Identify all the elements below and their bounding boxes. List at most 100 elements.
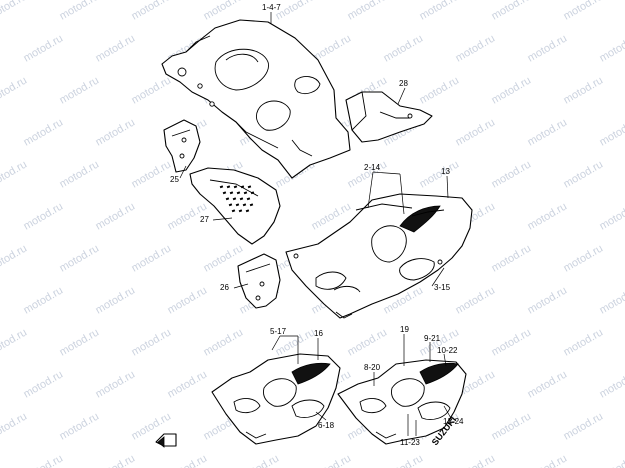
vent-dot xyxy=(228,203,233,207)
upper-cowling-part xyxy=(161,19,351,179)
callout-2-14: 2-14 xyxy=(364,163,381,172)
watermark-text: motod.ru xyxy=(202,0,246,23)
watermark-text: motod.ru xyxy=(202,326,246,358)
callout-9-21: 9-21 xyxy=(424,334,441,343)
watermark-text: motod.ru xyxy=(418,74,462,106)
watermark-text: motod.ru xyxy=(58,0,102,23)
watermark-text: motod.ru xyxy=(94,452,138,468)
lower-left-fairing-part-16 xyxy=(211,353,341,445)
watermark-text: motod.ru xyxy=(130,0,174,23)
vent-dot xyxy=(242,203,247,207)
callout-5-17: 5-17 xyxy=(270,327,287,336)
vent-dot xyxy=(243,191,248,195)
vent-dot xyxy=(239,197,244,201)
watermark-text: motod.ru xyxy=(166,284,210,316)
watermark-text: motod.ru xyxy=(526,200,570,232)
watermark-text: motod.ru xyxy=(22,200,66,232)
vent-dot xyxy=(247,185,252,189)
vent-dot xyxy=(232,197,237,201)
watermark-text: motod.ru xyxy=(598,452,625,468)
watermark-text: motod.ru xyxy=(58,242,102,274)
watermark-text: motod.ru xyxy=(490,74,534,106)
vent-dot xyxy=(245,209,250,213)
vent-dot xyxy=(219,185,224,189)
watermark-text: motod.ru xyxy=(58,158,102,190)
watermark-text: motod.ru xyxy=(130,74,174,106)
watermark-text: motod.ru xyxy=(418,158,462,190)
callout-1-4-7: 1-4-7 xyxy=(262,3,281,12)
watermark-text: motod.ru xyxy=(526,116,570,148)
vent-dot xyxy=(225,197,230,201)
watermark-text: motod.ru xyxy=(22,452,66,468)
bracket-panel-part-28 xyxy=(345,91,433,143)
watermark-text: motod.ru xyxy=(58,410,102,442)
watermark-text: motod.ru xyxy=(562,410,606,442)
vent-dot-pattern xyxy=(219,185,255,213)
watermark-text: motod.ru xyxy=(562,0,606,23)
watermark-text: motod.ru xyxy=(0,74,29,106)
watermark-text: motod.ru xyxy=(418,0,462,23)
callout-16: 16 xyxy=(314,329,323,338)
watermark-text: motod.ru xyxy=(382,32,426,64)
watermark-text: motod.ru xyxy=(382,452,426,468)
watermark-text: motod.ru xyxy=(0,326,29,358)
vent-dot xyxy=(238,209,243,213)
watermark-text: motod.ru xyxy=(562,242,606,274)
vent-dot xyxy=(250,191,255,195)
watermark-text: motod.ru xyxy=(526,32,570,64)
vent-dot xyxy=(246,197,251,201)
watermark-text: motod.ru xyxy=(490,0,534,23)
watermark-text: motod.ru xyxy=(58,74,102,106)
watermark-text: motod.ru xyxy=(454,452,498,468)
watermark-text: motod.ru xyxy=(0,158,29,190)
watermark-text: motod.ru xyxy=(490,326,534,358)
watermark-text: motod.ru xyxy=(526,368,570,400)
watermark-text: motod.ru xyxy=(598,116,625,148)
callout-19: 19 xyxy=(400,325,409,334)
watermark-text: motod.ru xyxy=(454,32,498,64)
watermark-text: motod.ru xyxy=(562,74,606,106)
watermark-text: motod.ru xyxy=(346,0,390,23)
callout-25: 25 xyxy=(170,175,179,184)
watermark-text: motod.ru xyxy=(130,326,174,358)
watermark-text: motod.ru xyxy=(562,326,606,358)
callout-8-20: 8-20 xyxy=(364,363,381,372)
callout-6-18: 6-18 xyxy=(318,421,335,430)
vent-dot xyxy=(236,191,241,195)
watermark-text: motod.ru xyxy=(454,116,498,148)
callout-13: 13 xyxy=(441,167,450,176)
watermark-text: motod.ru xyxy=(22,284,66,316)
watermark-text: motod.ru xyxy=(490,242,534,274)
watermark-text: motod.ru xyxy=(526,452,570,468)
watermark-text: motod.ru xyxy=(598,284,625,316)
front-direction-arrow-icon xyxy=(155,433,177,448)
vent-dot xyxy=(233,185,238,189)
watermark-text: motod.ru xyxy=(490,158,534,190)
watermark-text: motod.ru xyxy=(0,242,29,274)
watermark-text: motod.ru xyxy=(94,368,138,400)
callout-labels: 1-4-7 28 25 27 2-14 13 26 3-15 5-17 16 1… xyxy=(170,3,464,447)
watermark-text: motod.ru xyxy=(22,116,66,148)
vent-dot xyxy=(240,185,245,189)
vent-dot xyxy=(222,191,227,195)
callout-10-22: 10-22 xyxy=(437,346,458,355)
inner-panel-part-27 xyxy=(189,167,281,245)
watermark-text: motod.ru xyxy=(130,158,174,190)
watermark-text: motod.ru xyxy=(166,452,210,468)
side-piece-part-25 xyxy=(163,119,201,173)
watermark-text: motod.ru xyxy=(130,242,174,274)
watermark-text: motod.ru xyxy=(310,452,354,468)
watermark-text: motod.ru xyxy=(526,284,570,316)
vent-dot xyxy=(226,185,231,189)
watermark-text: motod.ru xyxy=(454,284,498,316)
lower-right-fairing-part-19: SUZUKI xyxy=(337,359,467,447)
watermark-text: motod.ru xyxy=(22,32,66,64)
small-cover-part-26 xyxy=(237,253,281,309)
callout-28: 28 xyxy=(399,79,408,88)
watermark-text: motod.ru xyxy=(94,200,138,232)
watermark-text: motod.ru xyxy=(238,452,282,468)
watermark-text: motod.ru xyxy=(598,200,625,232)
callout-11-23: 11-23 xyxy=(400,438,420,447)
